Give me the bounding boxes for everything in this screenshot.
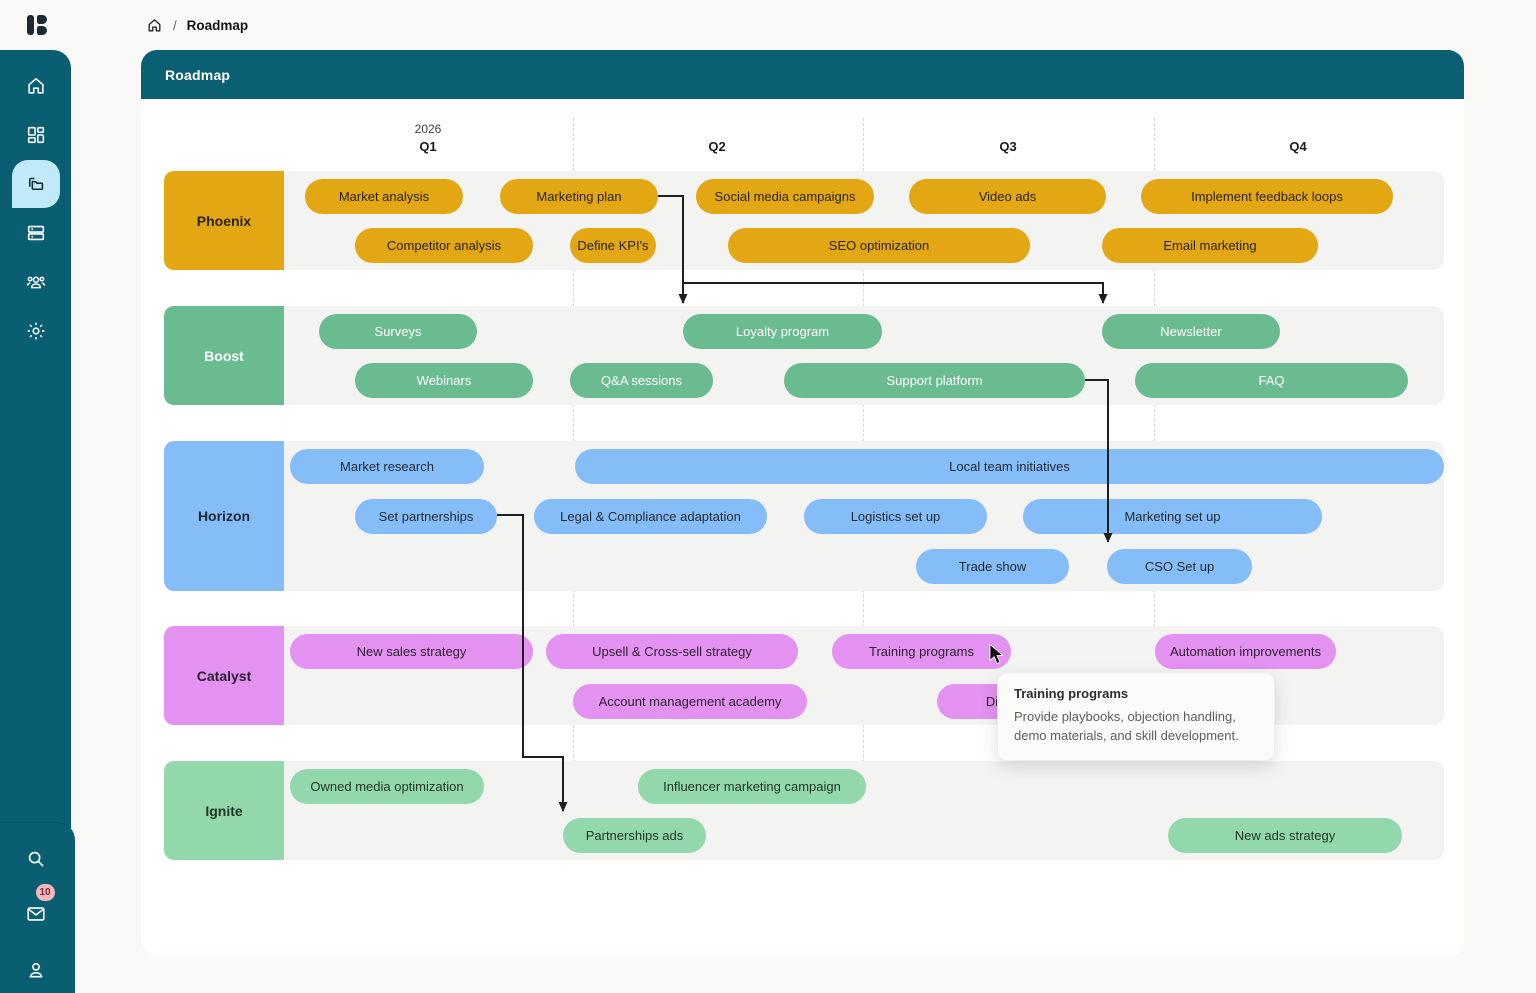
quarter-label-q3: Q3 bbox=[999, 139, 1017, 154]
task-pill[interactable]: Q&A sessions bbox=[570, 363, 713, 398]
task-pill[interactable]: Partnerships ads bbox=[563, 818, 706, 853]
sidebar-item-profile[interactable] bbox=[0, 946, 71, 993]
sidebar-item-dashboard[interactable] bbox=[0, 111, 71, 159]
home-icon[interactable] bbox=[146, 17, 163, 34]
lane-label-phoenix[interactable]: Phoenix bbox=[164, 171, 284, 270]
task-pill[interactable]: Logistics set up bbox=[804, 499, 987, 534]
breadcrumb: / Roadmap bbox=[146, 0, 248, 50]
task-pill[interactable]: Marketing set up bbox=[1023, 499, 1322, 534]
quarter-label-q4: Q4 bbox=[1289, 139, 1307, 154]
app-logo-icon[interactable] bbox=[27, 15, 47, 35]
task-pill[interactable]: FAQ bbox=[1135, 363, 1408, 398]
lane-label-boost[interactable]: Boost bbox=[164, 306, 284, 405]
lane-label-horizon[interactable]: Horizon bbox=[164, 441, 284, 591]
roadmap-panel-header: Roadmap bbox=[141, 50, 1464, 99]
task-pill[interactable]: Set partnerships bbox=[355, 499, 497, 534]
task-pill[interactable]: Upsell & Cross-sell strategy bbox=[546, 634, 798, 669]
sidebar: 10 bbox=[0, 50, 75, 993]
task-pill[interactable]: Market analysis bbox=[305, 179, 463, 214]
task-pill[interactable]: Competitor analysis bbox=[355, 228, 533, 263]
task-pill[interactable]: Define KPI's bbox=[570, 228, 656, 263]
quarter-label-q2: Q2 bbox=[708, 139, 726, 154]
tooltip-title: Training programs bbox=[1014, 686, 1129, 701]
sidebar-item-settings[interactable] bbox=[0, 307, 71, 355]
sidebar-nav bbox=[0, 62, 71, 355]
task-tooltip: Training programs Provide playbooks, obj… bbox=[997, 672, 1275, 761]
task-pill[interactable]: Support platform bbox=[784, 363, 1085, 398]
task-pill[interactable]: Webinars bbox=[355, 363, 533, 398]
folder-icon bbox=[28, 177, 43, 191]
topbar: / Roadmap bbox=[0, 0, 1536, 50]
sidebar-item-team[interactable] bbox=[0, 258, 71, 306]
task-pill[interactable]: Implement feedback loops bbox=[1141, 179, 1393, 214]
task-pill[interactable]: Local team initiatives bbox=[575, 449, 1444, 484]
notification-badge: 10 bbox=[35, 884, 55, 901]
breadcrumb-current[interactable]: Roadmap bbox=[186, 17, 249, 33]
task-pill[interactable]: Marketing plan bbox=[500, 179, 658, 214]
task-pill[interactable]: Legal & Compliance adaptation bbox=[534, 499, 767, 534]
task-pill[interactable]: Loyalty program bbox=[683, 314, 882, 349]
task-pill[interactable]: Account management academy bbox=[573, 684, 807, 719]
user-icon bbox=[29, 962, 42, 978]
sidebar-bottom: 10 bbox=[0, 822, 75, 993]
sidebar-item-search[interactable] bbox=[0, 835, 71, 883]
sidebar-item-inbox[interactable]: 10 bbox=[0, 884, 71, 938]
task-pill[interactable]: Training programs bbox=[832, 634, 1011, 669]
task-pill[interactable]: SEO optimization bbox=[728, 228, 1030, 263]
panel-title: Roadmap bbox=[165, 66, 231, 83]
team-icon bbox=[26, 276, 45, 289]
home-icon bbox=[27, 77, 44, 94]
task-pill[interactable]: Email marketing bbox=[1102, 228, 1318, 263]
task-pill[interactable]: Video ads bbox=[909, 179, 1106, 214]
task-pill[interactable]: New sales strategy bbox=[290, 634, 533, 669]
lane-label-ignite[interactable]: Ignite bbox=[164, 761, 284, 860]
gear-icon bbox=[27, 322, 44, 340]
task-pill[interactable]: Market research bbox=[290, 449, 484, 484]
task-pill[interactable]: Newsletter bbox=[1102, 314, 1280, 349]
grid-icon bbox=[27, 126, 44, 144]
mail-icon bbox=[26, 907, 45, 921]
task-pill[interactable]: Social media campaigns bbox=[696, 179, 874, 214]
rows-icon bbox=[27, 225, 44, 241]
task-pill[interactable]: Owned media optimization bbox=[290, 769, 484, 804]
sidebar-item-boards[interactable] bbox=[0, 209, 71, 257]
task-pill[interactable]: Influencer marketing campaign bbox=[638, 769, 866, 804]
tooltip-body: Provide playbooks, objection handling, d… bbox=[1014, 709, 1239, 743]
task-pill[interactable]: Trade show bbox=[916, 549, 1069, 584]
search-icon bbox=[28, 851, 44, 867]
task-pill[interactable]: New ads strategy bbox=[1168, 818, 1402, 853]
task-pill[interactable]: Automation improvements bbox=[1155, 634, 1336, 669]
lane-label-catalyst[interactable]: Catalyst bbox=[164, 626, 284, 725]
breadcrumb-separator: / bbox=[173, 17, 177, 33]
sidebar-item-projects[interactable] bbox=[0, 160, 71, 208]
task-pill[interactable]: Surveys bbox=[319, 314, 477, 349]
task-pill[interactable]: CSO Set up bbox=[1107, 549, 1252, 584]
sidebar-item-home[interactable] bbox=[0, 62, 71, 110]
